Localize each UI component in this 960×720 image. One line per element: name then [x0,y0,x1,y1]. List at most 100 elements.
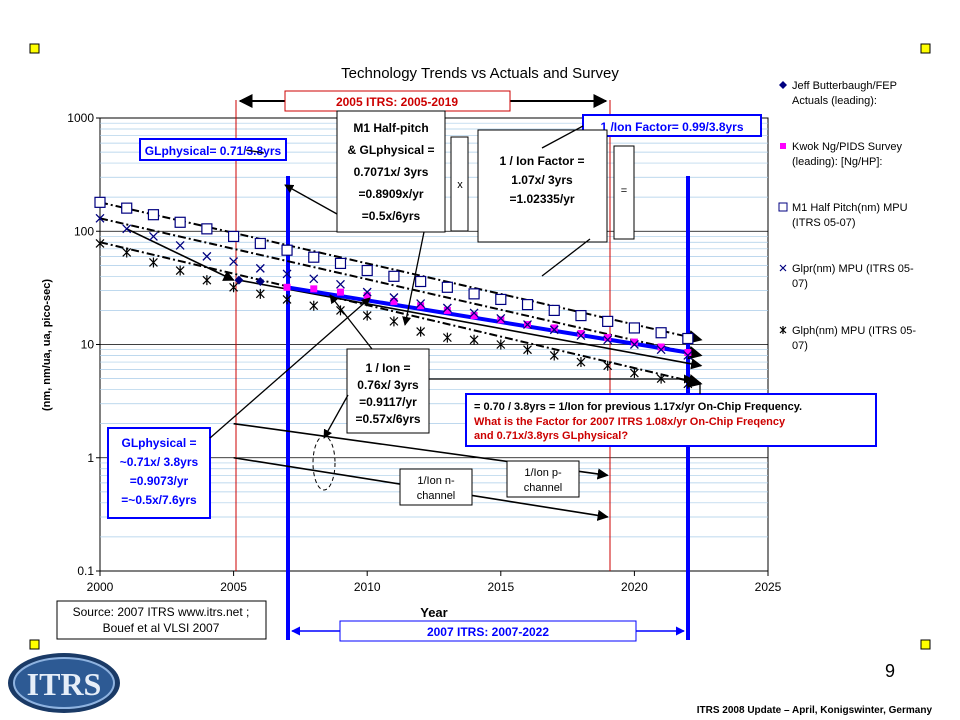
data-point [655,327,667,339]
data-point [521,299,534,311]
data-point [147,209,160,221]
data-point [684,348,692,356]
question-line: What is the Factor for 2007 ITRS 1.08x/y… [474,416,786,428]
legend-marker [778,202,788,212]
data-point [682,332,694,345]
legend-marker [780,143,786,149]
itrs2007-box [339,620,637,642]
data-point [390,297,398,305]
annotation-line: =0.9117/yr [359,395,417,409]
data-point [495,293,507,306]
source-box [56,600,267,640]
legend-label: (ITRS 05-07) [792,217,856,229]
m1-box-text: M1 Half-pitch& GLphysical =0.7071x/ 3yrs… [347,121,434,223]
ion-factor-text: 1 / Ion Factor = 1.07x/ 3yrs =1.02335/yr [499,154,584,206]
data-point [336,288,344,296]
trend-line [286,285,689,355]
data-point [550,324,558,332]
data-point [308,251,320,263]
ion-n-text: 1/Ion n-channel [417,475,456,502]
glphys-left-box [107,427,211,519]
data-point [175,265,185,276]
times-box [450,136,469,232]
data-point [443,306,451,314]
data-point [388,270,400,282]
data-point [149,257,158,268]
annotation-line: =0.5x/6yrs [362,209,421,223]
data-point [202,251,212,261]
corner-marker [920,43,931,54]
legend-label: Actuals (leading): [792,95,877,107]
times-label: x [457,179,463,191]
trend-lines [99,201,703,521]
ion-top-box [582,114,762,137]
glphys-left-text: GLphysical =~0.71x/ 3.8yrs=0.9073/yr=~0.… [120,436,199,507]
source-text: Source: 2007 ITRS www.itrs.net ;Bouef et… [73,605,250,635]
annotation-line: =~0.5x/7.6yrs [121,493,197,507]
data-point [336,279,345,289]
annotation-line: 1/Ion n- [417,475,455,487]
data-point [415,275,427,288]
data-point [468,288,480,300]
data-point [442,332,452,343]
data-point [549,350,559,361]
data-point [577,330,585,338]
m1-box [336,110,446,233]
data-point [657,343,665,351]
data-point [603,360,613,371]
ion-mid-text: 1 / Ion =0.76x/ 3yrs=0.9117/yr=0.57x/6yr… [355,361,420,426]
data-point [362,287,372,297]
ion-p-box [506,460,580,498]
annotation-line: channel [524,482,563,494]
itrs2007-label: 2007 ITRS: 2007-2022 [427,625,549,639]
legend-label: Glpr(nm) MPU (ITRS 05- [792,263,914,275]
x-tick-label: 2010 [354,580,381,594]
data-point [628,322,641,334]
data-point [602,315,614,327]
itrs2005-label: 2005 ITRS: 2005-2019 [336,95,458,109]
legend-marker [779,326,787,334]
annotation-line: 0.76x/ 3yrs [357,378,419,392]
data-point [523,344,532,355]
data-point [469,334,479,345]
data-point [229,282,239,293]
arrow-ion-factor [541,238,591,277]
corner-marker [29,639,40,650]
annotation-line: 1.07x/ 3yrs [511,173,573,187]
page-number: 9 [885,661,895,681]
annotation-line: 1 / Ion Factor = [499,154,584,168]
ion-mid-box [346,348,430,434]
annotation-line: Source: 2007 ITRS www.itrs.net ; [73,605,250,619]
data-point [416,299,426,308]
data-point [575,309,587,322]
data-point [122,224,132,234]
data-point [122,247,132,258]
legend-label: Kwok Ng/PIDS Survey [792,141,903,153]
data-point [656,345,666,355]
data-point [255,276,265,286]
y-tick-label: 1000 [67,111,94,125]
chart-title: Technology Trends vs Actuals and Survey [341,65,619,82]
legend-label: 07) [792,278,808,290]
x-tick-label: 2020 [621,580,648,594]
data-point [94,196,106,208]
ion-p-text: 1/Ion p-channel [524,467,563,494]
data-point [229,257,239,267]
data-point [336,305,345,316]
data-point [95,238,105,249]
legend-label: Jeff Butterbaugh/FEP [792,80,897,92]
data-point [363,292,371,300]
y-tick-label: 1 [87,451,94,465]
data-point [603,335,613,345]
y-tick-label: 10 [81,338,95,352]
data-point [630,338,638,346]
x-axis-label: Year [420,605,447,620]
data-point [309,300,319,311]
annotation-line: =1.02335/yr [509,192,574,206]
data-point [310,285,318,293]
data-point [255,288,265,299]
question-line: and 0.71x/3.8yrs GLphysical? [474,430,628,442]
data-point [174,216,186,228]
data-point [361,264,373,277]
